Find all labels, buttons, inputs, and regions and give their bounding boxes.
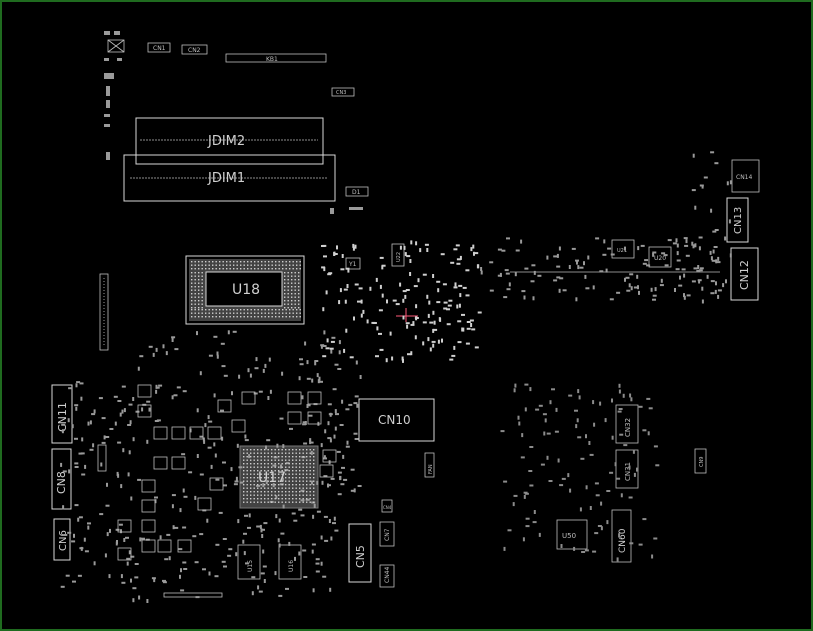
cn14-label: CN14 [736,174,752,181]
connector-cn10: CN10 [358,398,435,442]
connector-cn32: CN32 [615,404,639,444]
connector-cn5: CN5 [348,523,372,583]
cn12-label: CN12 [738,260,751,290]
dimm-slot-jdim2: JDIM2 [135,117,324,165]
connector-cn11: CN11 [51,384,73,444]
u15-label: U15 [247,560,254,572]
connector-cn14: CN14 [731,159,760,193]
u18-label: U18 [232,282,260,298]
cn9-label: CN9 [699,457,705,467]
component-field [60,151,732,603]
cn7-label: CN7 [384,528,391,541]
cn2-label: CN2 [188,47,201,54]
cn4-label: CN4 [383,505,392,510]
cn32-label: CN32 [624,418,632,437]
jdim1-label: JDIM1 [207,171,245,186]
cn60-label: CN60 [618,528,628,553]
cn11-label: CN11 [56,402,69,432]
top-left-connectors: CN1 CN2 KB1 CN3 [104,31,355,160]
cn5-label: CN5 [354,545,367,568]
u16-label: U16 [288,560,295,572]
cn1-label: CN1 [153,45,166,52]
u21-label: U21 [617,248,627,254]
cn44-label: CN44 [384,567,391,583]
jdim2-label: JDIM2 [207,134,245,149]
cn13-label: CN13 [733,207,744,234]
u20-label: U20 [654,255,666,262]
y1-label: Y1 [348,261,357,268]
cn3-label: CN3 [336,90,346,96]
cn10-label: CN10 [378,413,411,427]
connector-cn13: CN13 [726,197,749,243]
d1-label: D1 [352,189,361,196]
connector-cn60: CN60 [611,509,632,563]
chip-u50: U50 [556,519,588,550]
dimm-slot-jdim1: JDIM1 [123,154,336,202]
connector-cn8: CN8 [51,448,72,510]
u50-label: U50 [562,532,576,540]
cn31-label: CN31 [624,462,632,481]
fan-label: FAN [428,464,434,474]
cn6-label: CN6 [58,530,69,551]
u22-label: U22 [396,252,402,262]
connector-cn6: CN6 [53,518,71,561]
kb1-label: KB1 [266,56,278,63]
connector-cn12: CN12 [730,247,759,301]
cn8-label: CN8 [55,471,68,494]
